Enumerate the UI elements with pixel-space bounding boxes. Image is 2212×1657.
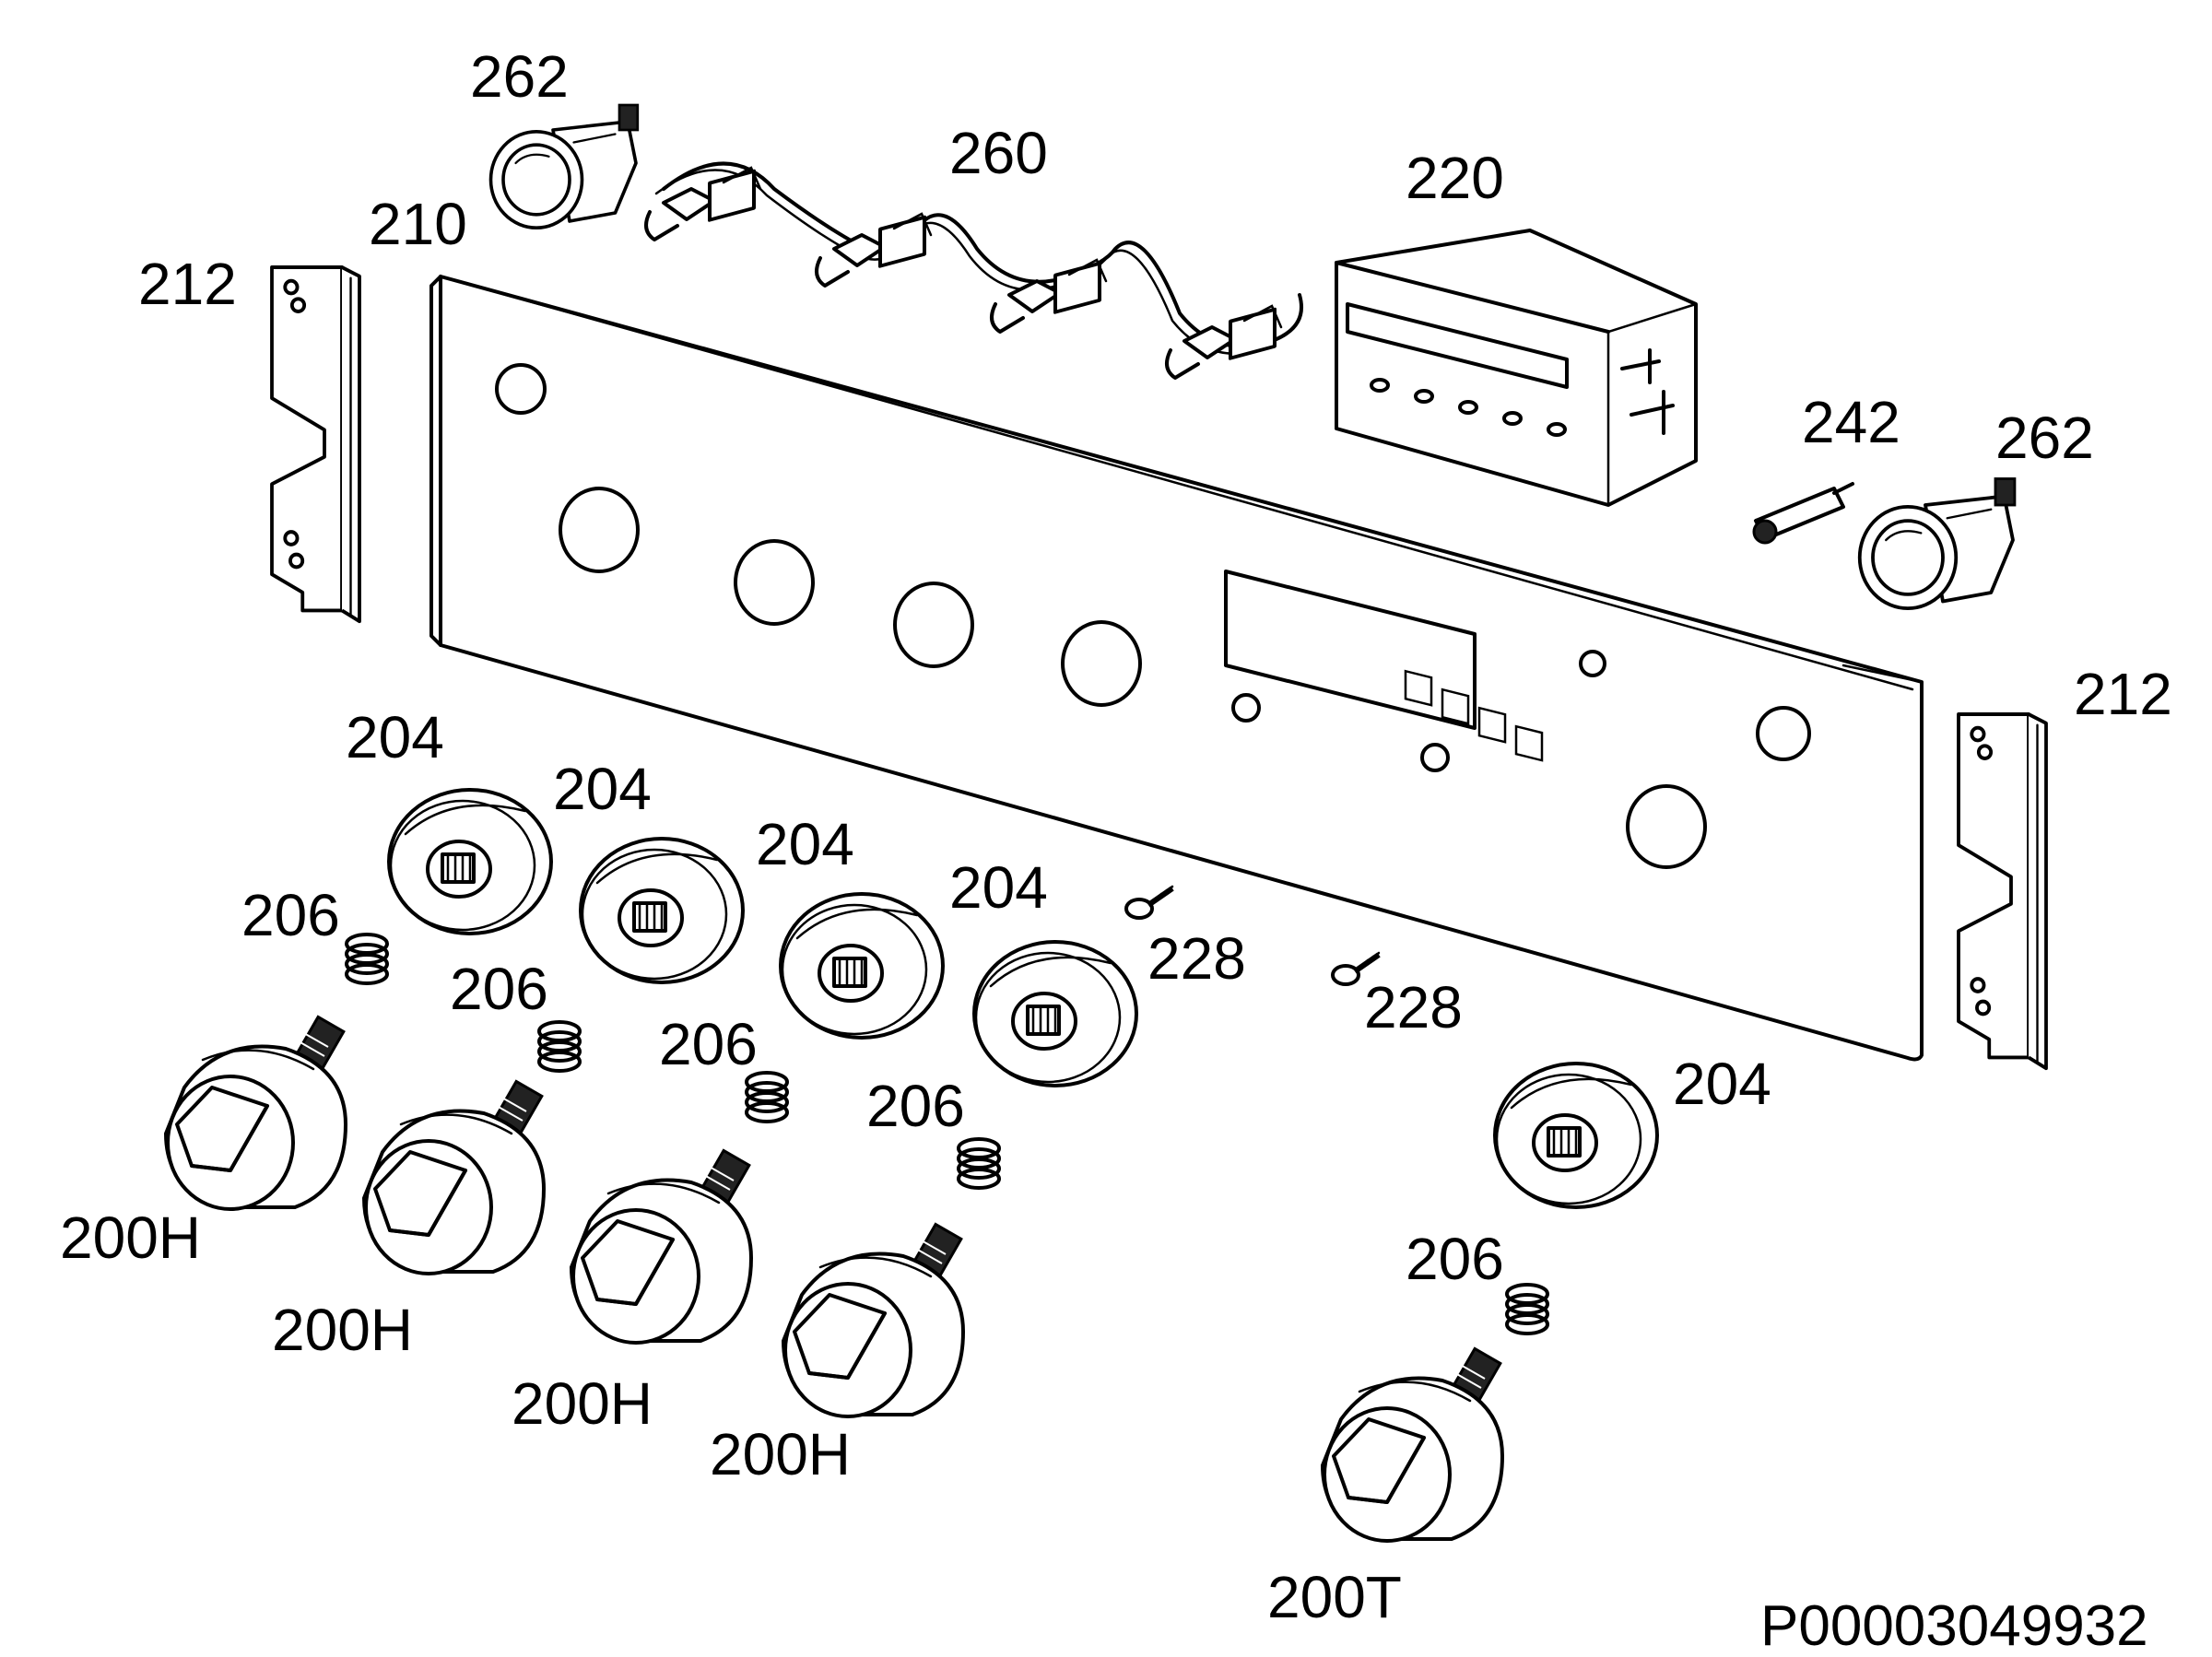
indicator-lamp-262-right [1857, 476, 2017, 610]
label-206-d: 206 [866, 1073, 965, 1139]
label-204-d: 204 [949, 854, 1048, 921]
spring-206-d [957, 1137, 1001, 1190]
spring-206-e [1505, 1283, 1549, 1335]
indicator-lamp-262-top [488, 103, 640, 229]
drawing-code: P00003049932 [1760, 1594, 2148, 1657]
label-260: 260 [949, 120, 1048, 186]
label-212-left: 212 [138, 251, 237, 317]
label-200h-c: 200H [512, 1370, 653, 1437]
digital-timer-220 [1335, 229, 1698, 762]
knob-200h-a [164, 1015, 347, 1211]
label-210: 210 [369, 191, 467, 257]
label-200h-b: 200H [272, 1297, 413, 1363]
screw-228-a [1126, 887, 1172, 918]
label-242: 242 [1802, 389, 1900, 455]
label-206-e: 206 [1406, 1226, 1504, 1292]
bezel-204-c [779, 892, 945, 1040]
label-228-b: 228 [1364, 974, 1463, 1040]
label-200h-d: 200H [710, 1421, 851, 1487]
label-206-a: 206 [241, 882, 340, 948]
spring-206-b [537, 1020, 582, 1073]
label-262-right: 262 [1995, 405, 2094, 471]
bezel-204-b [579, 837, 745, 984]
knob-200t [1321, 1346, 1504, 1543]
knob-200h-d [782, 1222, 965, 1418]
label-220: 220 [1406, 145, 1504, 211]
knob-200h-c [570, 1148, 753, 1345]
knob-200h-b [362, 1079, 546, 1275]
bracket-212-right [1957, 712, 2048, 1071]
control-panel-210 [429, 275, 1924, 1062]
label-212-right: 212 [2074, 661, 2172, 727]
label-206-c: 206 [659, 1011, 758, 1077]
spring-206-c [745, 1071, 789, 1123]
label-204-b: 204 [553, 756, 652, 822]
bezel-204-a [387, 788, 553, 935]
label-228-a: 228 [1147, 925, 1246, 992]
ignition-switch-harness-260 [644, 161, 1303, 380]
label-262-top: 262 [470, 43, 569, 110]
label-204-a: 204 [346, 704, 444, 770]
label-200h-a: 200H [60, 1205, 201, 1271]
label-204-e: 204 [1673, 1051, 1771, 1117]
bracket-212-left [270, 265, 361, 624]
label-200t: 200T [1267, 1564, 1402, 1630]
label-204-c: 204 [756, 811, 854, 877]
bezel-204-e [1493, 1062, 1659, 1209]
connector-242 [1752, 482, 1854, 545]
spring-206-a [345, 933, 389, 985]
bezel-204-d [972, 940, 1138, 1087]
label-206-b: 206 [450, 956, 548, 1022]
